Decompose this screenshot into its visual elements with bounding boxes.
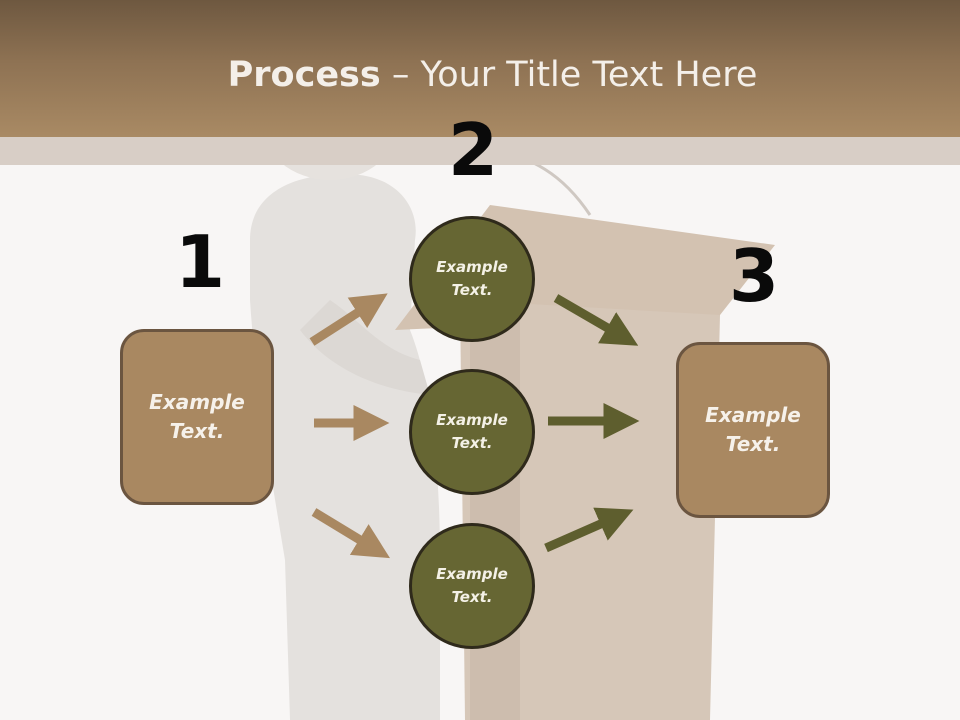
right-text-box: Example Text. bbox=[676, 342, 830, 518]
arrow-from-circle-1 bbox=[553, 294, 639, 346]
step-number-2: 2 bbox=[447, 108, 499, 192]
arrow-to-circle-1 bbox=[309, 293, 388, 346]
circle-2-line-2: Text. bbox=[451, 434, 493, 452]
page-title: Process – Your Title Text Here bbox=[0, 52, 960, 98]
arrow-to-circle-3 bbox=[311, 508, 391, 559]
title-bold: Process bbox=[227, 55, 381, 95]
title-band bbox=[0, 137, 960, 165]
circle-2: Example Text. bbox=[409, 369, 535, 495]
title-bar bbox=[0, 0, 960, 137]
right-box-line-2: Text. bbox=[725, 432, 781, 456]
left-box-line-2: Text. bbox=[169, 419, 225, 443]
right-box-line-1: Example bbox=[705, 403, 801, 427]
circle-2-line-1: Example bbox=[436, 411, 508, 429]
circle-3-line-2: Text. bbox=[451, 588, 493, 606]
circle-1: Example Text. bbox=[409, 216, 535, 342]
circle-3-line-1: Example bbox=[436, 565, 508, 583]
step-number-1: 1 bbox=[174, 220, 226, 304]
left-text-box: Example Text. bbox=[120, 329, 274, 505]
circle-1-line-2: Text. bbox=[451, 281, 493, 299]
circle-3: Example Text. bbox=[409, 523, 535, 649]
step-number-3: 3 bbox=[728, 234, 780, 318]
title-rest: – Your Title Text Here bbox=[380, 55, 758, 95]
circle-1-line-1: Example bbox=[436, 258, 508, 276]
left-box-line-1: Example bbox=[149, 390, 245, 414]
arrow-from-circle-3 bbox=[544, 507, 634, 553]
